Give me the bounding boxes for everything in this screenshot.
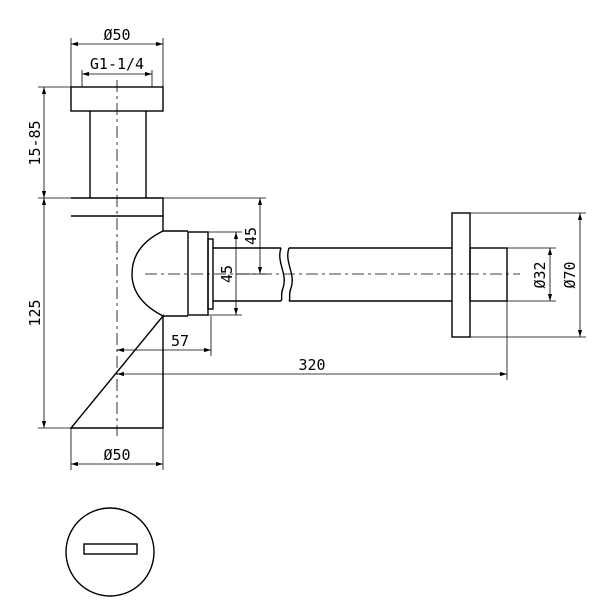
- height-range-label: 15-85: [26, 120, 44, 165]
- flange-diameter-label: Ø70: [561, 261, 579, 288]
- branch-height-label: 45: [242, 227, 260, 245]
- elbow-curve: [131, 230, 164, 317]
- pipe-diameter-label: Ø32: [531, 261, 549, 288]
- length-label: 320: [298, 356, 325, 374]
- bottom-dimension: Ø50: [70, 428, 164, 470]
- offset-label: 57: [171, 332, 189, 350]
- bottom-view-circle: [65, 507, 155, 597]
- union-nut: [187, 231, 209, 316]
- bottom-view: [65, 507, 155, 597]
- cleanout-slot: [83, 543, 138, 555]
- body-height-label: 125: [26, 299, 44, 326]
- trap-outline: [69, 86, 508, 429]
- top-dimensions: Ø50 G1-1/4: [70, 26, 164, 87]
- pipe-break-left: [279, 247, 285, 302]
- middle-dimensions: 45 45: [163, 197, 266, 316]
- pipe-break-right: [287, 247, 293, 302]
- wall-flange: [451, 212, 471, 338]
- nut-diameter-label: 45: [218, 265, 236, 283]
- top-diameter-label: Ø50: [103, 26, 130, 44]
- left-dimensions: 15-85 125: [26, 86, 71, 429]
- horizontal-dimensions: 57 320: [117, 301, 508, 380]
- right-dimensions: Ø32 Ø70: [470, 212, 586, 338]
- center-lines: [116, 80, 520, 436]
- bottom-diameter-label: Ø50: [103, 446, 130, 464]
- wall-sleeve: [469, 247, 508, 302]
- thread-label: G1-1/4: [90, 55, 144, 73]
